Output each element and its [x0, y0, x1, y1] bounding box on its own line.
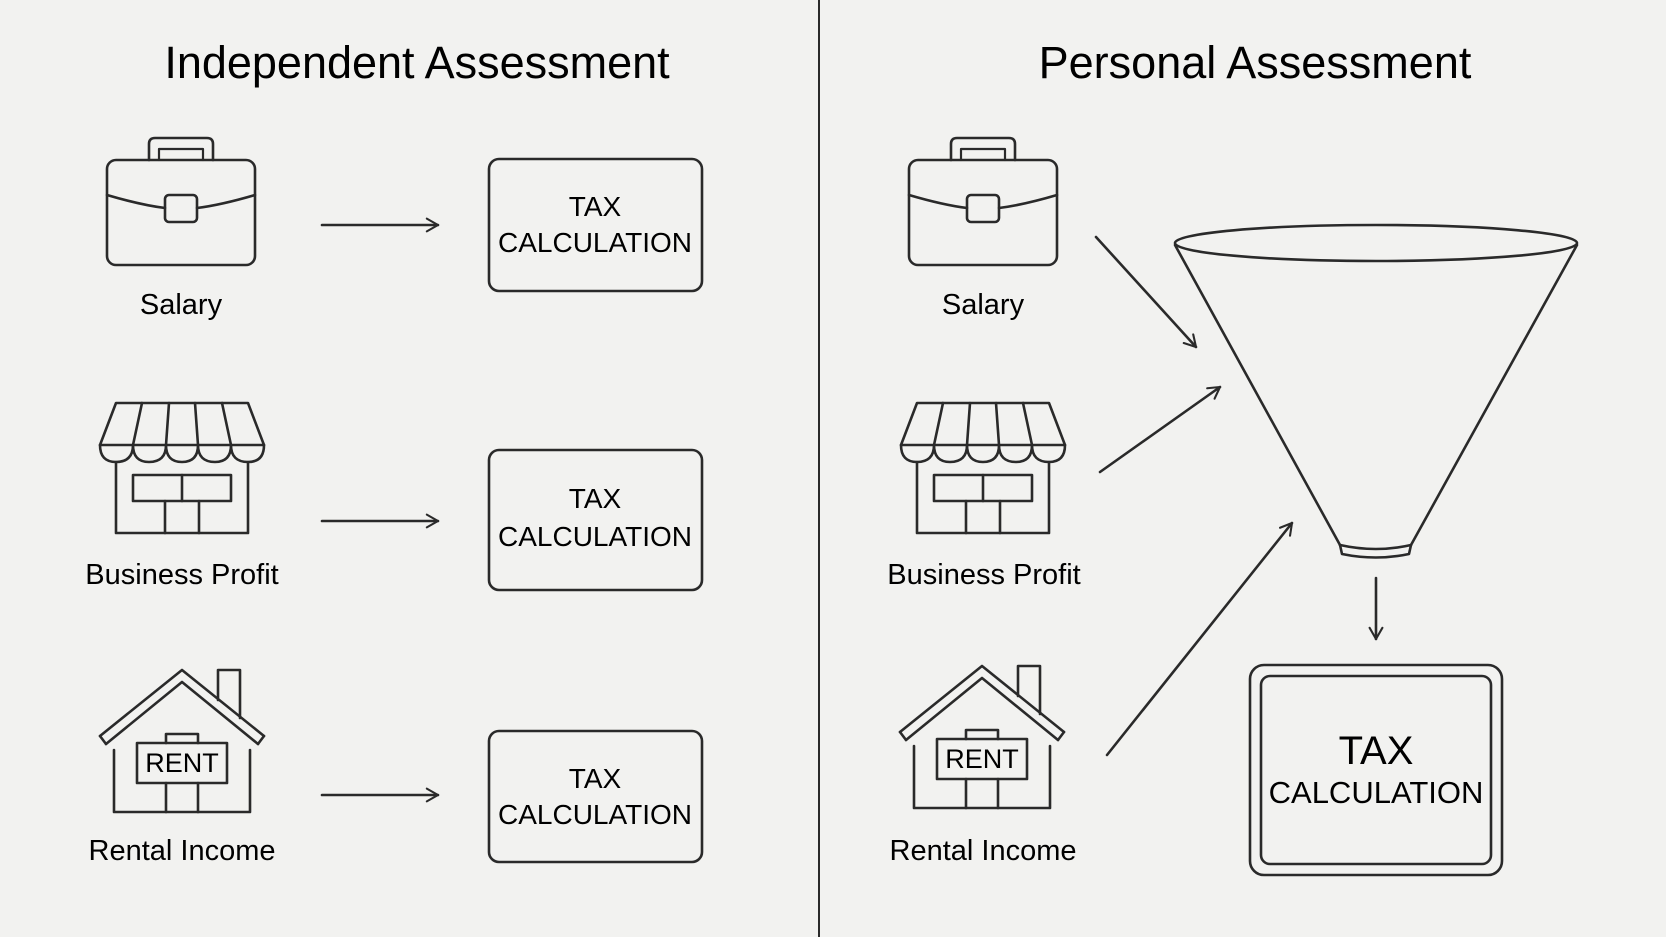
box-line1: TAX — [569, 191, 622, 222]
rent-sign-text: RENT — [945, 744, 1019, 774]
left-source-salary: Salary — [105, 136, 257, 321]
house-rent-icon — [898, 664, 1066, 810]
tax-calculation-box-2: TAX CALCULATION — [487, 448, 704, 592]
briefcase-icon — [105, 136, 257, 267]
combined-tax-calculation-box: TAX CALCULATION — [1248, 663, 1504, 877]
house-rent-icon — [98, 668, 266, 814]
left-source-rental-income: RENT Rental Income — [89, 668, 276, 867]
storefront-icon — [98, 401, 266, 535]
box-line1: TAX — [569, 763, 622, 794]
box-line2: CALCULATION — [498, 799, 692, 830]
left-source-business-profit: Business Profit — [85, 401, 279, 591]
right-source-rental-income: RENT Rental Income — [890, 664, 1077, 867]
source-label: Business Profit — [887, 559, 1080, 591]
box-line2: CALCULATION — [498, 521, 692, 552]
box-line1: TAX — [1339, 729, 1414, 773]
funnel-icon — [1173, 223, 1579, 559]
source-label: Salary — [942, 289, 1025, 321]
tax-calculation-box-1: TAX CALCULATION — [487, 157, 704, 293]
right-source-business-profit: Business Profit — [887, 401, 1081, 591]
box-line2: CALCULATION — [498, 227, 692, 258]
box-line1: TAX — [569, 483, 622, 514]
left-panel-title: Independent Assessment — [164, 37, 670, 88]
source-label: Rental Income — [89, 835, 276, 867]
right-panel-title: Personal Assessment — [1039, 37, 1472, 88]
box-line2: CALCULATION — [1269, 775, 1484, 810]
source-label: Rental Income — [890, 835, 1077, 867]
right-source-salary: Salary — [907, 136, 1059, 321]
rent-sign-text: RENT — [145, 748, 219, 778]
briefcase-icon — [907, 136, 1059, 267]
arrow-rental-to-funnel — [1105, 521, 1294, 757]
tax-calculation-box-3: TAX CALCULATION — [487, 729, 704, 864]
source-label: Business Profit — [85, 559, 278, 591]
storefront-icon — [899, 401, 1067, 535]
arrow-business-to-funnel — [1098, 385, 1222, 474]
arrow-salary-to-funnel — [1094, 235, 1198, 349]
source-label: Salary — [140, 289, 223, 321]
